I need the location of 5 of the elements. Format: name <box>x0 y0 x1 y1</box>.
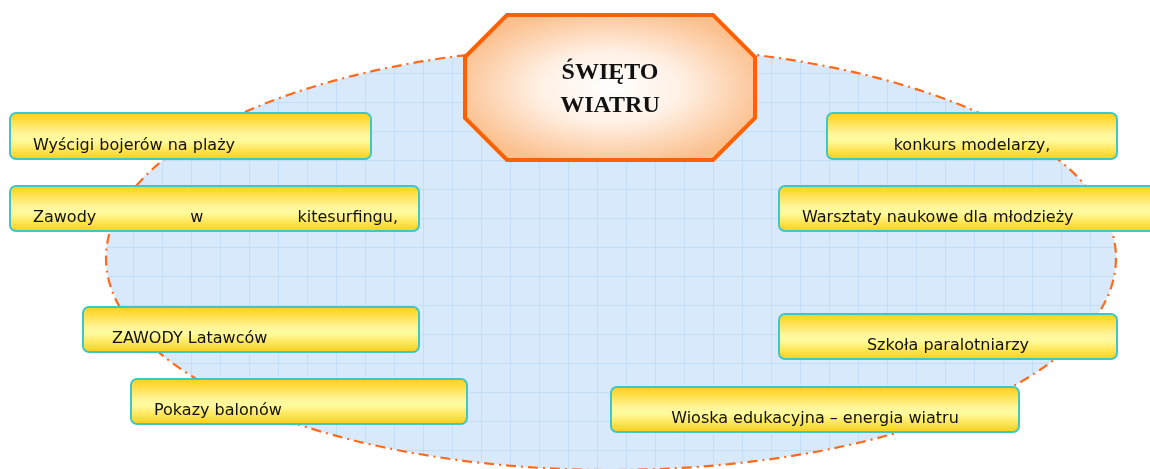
event-bar: ZAWODY Latawców <box>82 306 420 353</box>
event-bar: Warsztaty naukowe dla młodzieży <box>778 185 1150 232</box>
event-bar: Wyścigi bojerów na plaży <box>9 112 372 160</box>
event-bar: Zawody w kitesurfingu, <box>9 185 420 232</box>
title-text: ŚWIĘTO WIATRU <box>559 57 661 119</box>
